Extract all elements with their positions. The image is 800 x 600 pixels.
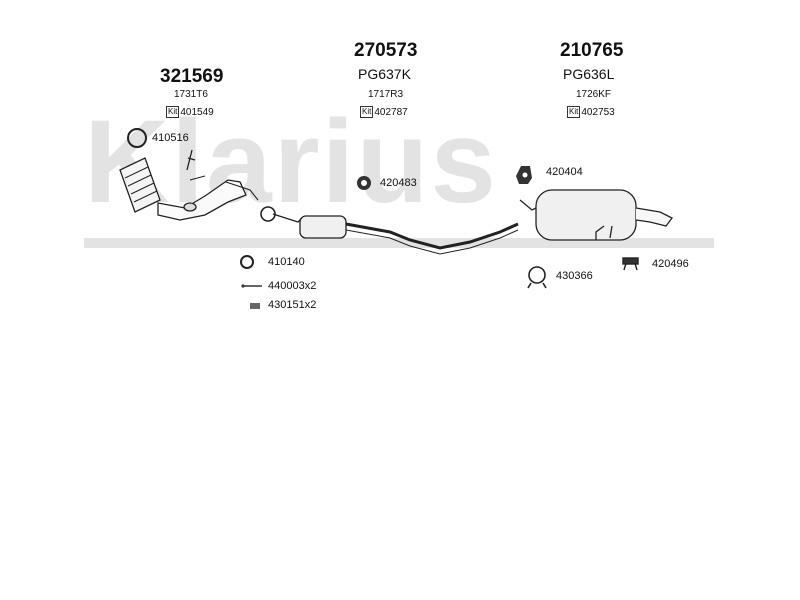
label-410516: 410516 (152, 132, 189, 144)
kit-number: 401549 (180, 106, 214, 118)
label-420496: 420496 (652, 258, 689, 270)
kit-402787: Kit 402787 (360, 106, 408, 118)
kit-icon: Kit (166, 106, 180, 118)
label-420404: 420404 (546, 166, 583, 178)
gasket-410516-icon (127, 128, 147, 148)
kit-401549: Kit 401549 (166, 106, 214, 118)
catalytic-converter-321569 (119, 149, 259, 221)
label-420483: 420483 (380, 177, 417, 189)
code-PG637K: PG637K (358, 66, 411, 82)
code-PG636L: PG636L (563, 66, 615, 82)
label-430366: 430366 (556, 270, 593, 282)
kit-number: 402753 (581, 106, 615, 118)
label-440003x2: 440003x2 (268, 280, 317, 292)
kit-402753: Kit 402753 (567, 106, 615, 118)
rubber-mount-420483-icon (357, 176, 371, 190)
hanger-420496-icon (622, 257, 639, 271)
clamp-430366-icon (527, 266, 547, 289)
rubber-mount-420404-icon (516, 166, 532, 184)
gasket-410140-icon (240, 255, 254, 269)
ref-1717R3: 1717R3 (368, 89, 404, 100)
watermark-bar (84, 238, 714, 248)
nut-430151-icon (250, 303, 260, 309)
ref-1726KF: 1726KF (576, 89, 612, 100)
ref-1731T6: 1731T6 (174, 89, 208, 100)
label-430151x2: 430151x2 (268, 299, 317, 311)
middle-silencer-270573 (272, 213, 519, 255)
part-number-210765: 210765 (560, 40, 624, 61)
kit-number: 402787 (374, 106, 408, 118)
kit-icon: Kit (567, 106, 581, 118)
rear-silencer-210765 (519, 189, 673, 241)
label-410140: 410140 (268, 256, 305, 268)
flange-gasket-icon (260, 206, 276, 222)
part-number-270573: 270573 (354, 40, 418, 61)
kit-icon: Kit (360, 106, 374, 118)
part-number-321569: 321569 (160, 66, 224, 87)
